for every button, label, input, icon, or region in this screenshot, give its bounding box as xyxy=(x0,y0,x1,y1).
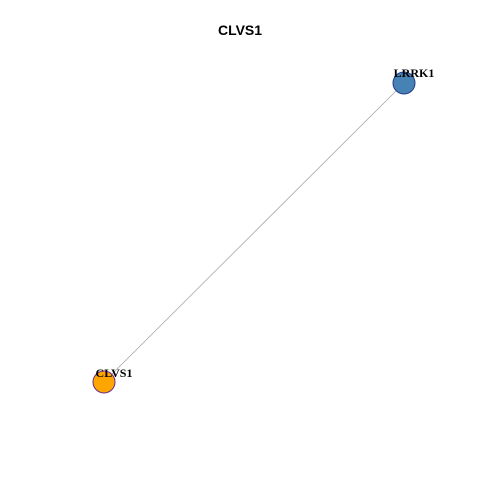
edge-clvs1-lrrk1 xyxy=(103,82,405,383)
node-clvs1 xyxy=(92,370,116,394)
node-label-clvs1: CLVS1 xyxy=(96,366,133,380)
node-label-lrrk1: LRRK1 xyxy=(394,66,435,80)
plot-title: CLVS1 xyxy=(217,22,263,38)
node-lrrk1 xyxy=(392,71,416,95)
